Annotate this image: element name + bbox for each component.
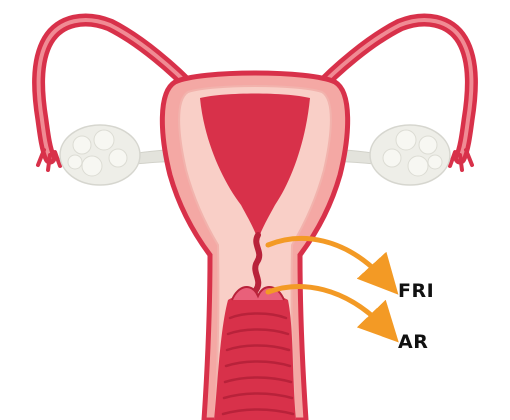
label-ar: AR	[398, 333, 428, 352]
label-fri: FRI	[398, 282, 434, 301]
right-ovary-icon	[370, 125, 450, 185]
left-ovary-icon	[60, 125, 140, 185]
